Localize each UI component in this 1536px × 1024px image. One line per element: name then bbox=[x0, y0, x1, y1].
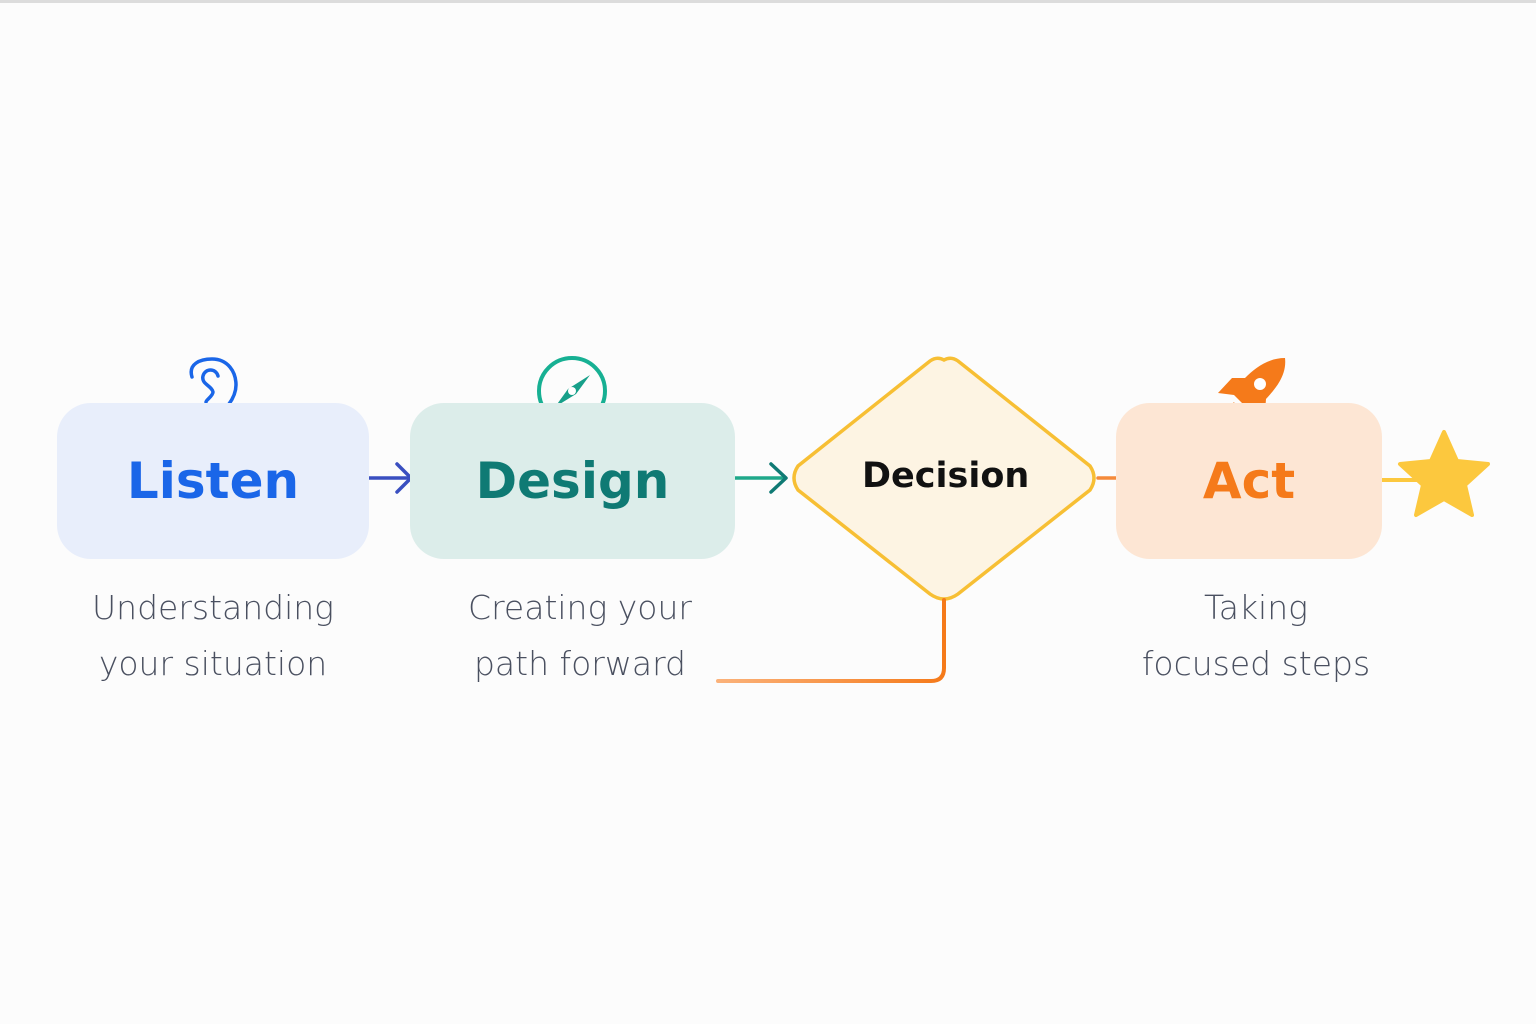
step-listen-label: Listen bbox=[126, 452, 300, 510]
step-act-description: Taking focused steps bbox=[1141, 588, 1371, 683]
step-listen: Listen bbox=[57, 403, 369, 559]
step-design-description: Creating your path forward bbox=[468, 588, 692, 683]
step-design: Design bbox=[410, 403, 735, 559]
step-design-label: Design bbox=[475, 452, 670, 510]
arrow-listen-to-design bbox=[360, 462, 413, 494]
loop-back-connector bbox=[716, 598, 946, 683]
step-act: Act bbox=[1116, 403, 1382, 559]
step-listen-description: Understanding your situation bbox=[92, 588, 334, 683]
star-icon bbox=[1398, 430, 1490, 517]
decision-label: Decision bbox=[862, 456, 1030, 496]
arrow-design-to-decision bbox=[729, 462, 788, 494]
step-act-label: Act bbox=[1202, 452, 1296, 510]
top-border bbox=[0, 0, 1536, 3]
